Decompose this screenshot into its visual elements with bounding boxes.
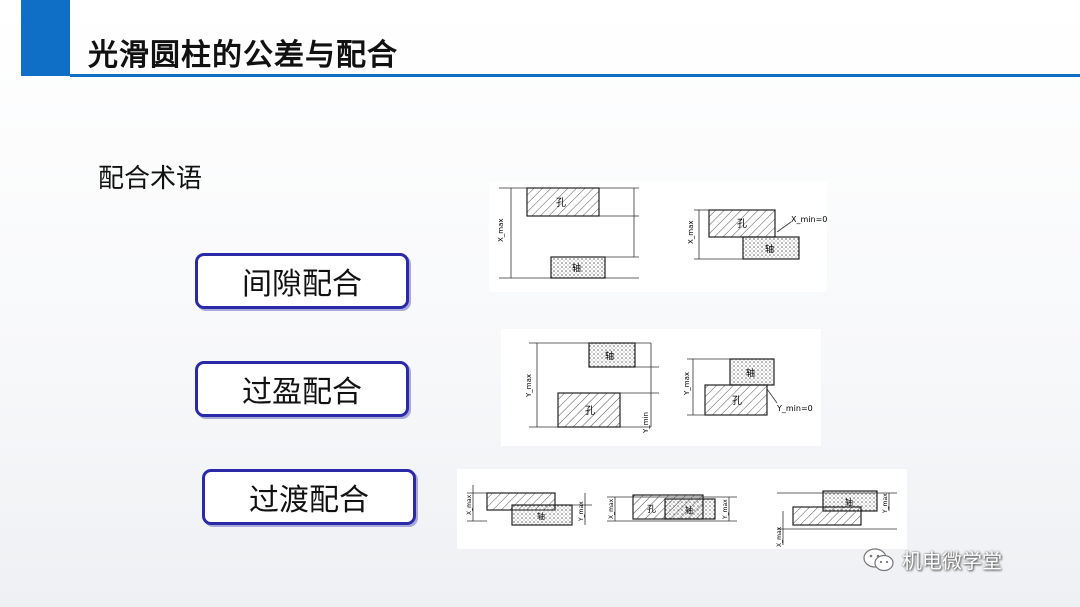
hole-block (704, 384, 768, 416)
shaft-label: 轴 (845, 497, 853, 507)
header-accent-bar (21, 0, 70, 76)
page-title: 光滑圆柱的公差与配合 (88, 38, 398, 73)
interference-fit-button[interactable]: 过盈配合 (195, 361, 409, 417)
ymax-label: Y_max (882, 493, 889, 514)
wechat-icon (863, 547, 894, 571)
interference-fit-diagram: 轴 孔 Y_max Y_min 轴 孔 Y_max Y_min=0 (501, 329, 821, 446)
ymin-label: Y_min (642, 412, 650, 434)
ymax-label: Y_max (722, 499, 729, 520)
watermark-text: 机电微学堂 (902, 549, 1002, 573)
shaft-label: 轴 (605, 350, 614, 362)
hole-block (526, 187, 600, 217)
hole-block (708, 209, 776, 238)
hole-block (557, 392, 621, 428)
shaft-label: 轴 (685, 505, 693, 515)
shaft-block (729, 358, 775, 386)
shaft-block (588, 342, 636, 368)
hole-label: 孔 (556, 197, 566, 209)
shaft-block (664, 498, 716, 520)
ymax-label: Y_max (578, 501, 585, 522)
shaft-label: 轴 (746, 367, 755, 379)
shaft-block (511, 504, 573, 526)
xmax-label: X_max (687, 220, 695, 244)
transition-fit-diagram: 轴 X_max Y_max 孔 轴 X_max Y_max 轴 X_max Y_… (457, 469, 907, 549)
shaft-block (550, 256, 606, 279)
shaft-label: 轴 (572, 262, 581, 274)
clearance-fit-button[interactable]: 间隙配合 (195, 253, 409, 309)
ymax-label: Y_max (683, 372, 691, 396)
hole-label: 孔 (647, 504, 656, 515)
clearance-fit-diagram: 孔 轴 X_max 孔 轴 X_max X_min=0 (489, 182, 827, 292)
hole-block (792, 506, 862, 526)
hole-label: 孔 (732, 395, 742, 407)
xmin-zero-label: X_min=0 (791, 215, 827, 224)
shaft-block (742, 236, 800, 260)
transition-fit-button[interactable]: 过渡配合 (202, 469, 416, 525)
xmax-label: X_max (466, 494, 473, 515)
ymax-label: Y_max (525, 374, 533, 398)
header-divider (70, 74, 1080, 77)
shaft-label: 轴 (537, 511, 545, 521)
watermark: 机电微学堂 (862, 545, 1002, 574)
xmax-label: X_max (608, 498, 615, 519)
hole-label: 孔 (737, 218, 747, 230)
shaft-label: 轴 (765, 243, 774, 255)
section-subtitle: 配合术语 (98, 164, 203, 194)
ymin-zero-label: Y_min=0 (776, 404, 813, 413)
hole-label: 孔 (585, 405, 595, 417)
xmax-label: X_max (776, 526, 783, 547)
xmax-label: X_max (497, 218, 505, 242)
